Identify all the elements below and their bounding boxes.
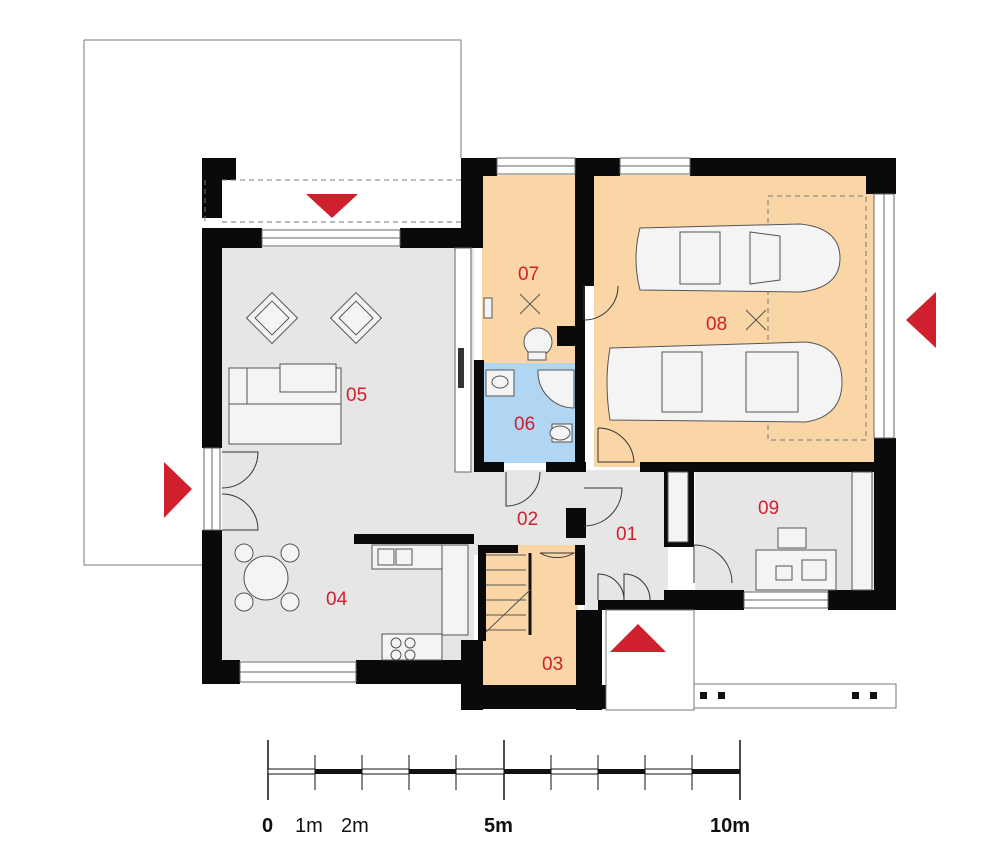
doors [221,285,733,601]
scale-bar: 0 1m 2m 5m 10m [262,740,750,837]
coffee-table [279,363,337,393]
room-label-03: 03 [542,654,563,675]
car-bottom [606,341,843,423]
scale-label-1m: 1m [295,815,323,837]
room-label-02: 02 [517,509,538,530]
scale-label-5m: 5m [484,815,513,837]
scale-label-10m: 10m [710,815,750,837]
dining-kitchen-furniture [234,543,469,661]
room-label-01: 01 [616,524,637,545]
hall-floor [474,470,584,555]
living-furniture [228,291,464,445]
room-numbers: 01 02 03 04 05 06 07 08 09 [326,264,779,675]
dining-table [243,555,289,601]
walls [202,158,896,710]
entry-arrow-right [906,292,936,348]
terrace-outline [83,39,462,566]
storage-fixtures [483,293,553,361]
garage [606,195,867,441]
windows [203,157,895,683]
entry-arrow-top [306,194,358,218]
room-label-05: 05 [346,385,367,406]
stairs [485,553,532,635]
room-label-09: 09 [758,498,779,519]
utility-furniture [667,471,873,591]
room-label-07: 07 [518,264,539,285]
room-label-04: 04 [326,589,348,610]
parking-outline [767,195,867,441]
shower [537,369,575,409]
scale-label-2m: 2m [341,815,369,837]
porch [605,609,897,711]
bathroom-fixtures [485,369,575,443]
room-label-06: 06 [514,414,535,435]
entry-arrow-bottom [610,624,666,652]
terrace-dashed-edge [204,179,461,223]
scale-label-0: 0 [262,815,273,837]
garage-floor [594,175,874,467]
entry-arrow-left [164,462,192,518]
car-top [635,223,841,293]
room-label-08: 08 [706,314,727,335]
tv-unit [458,348,464,388]
